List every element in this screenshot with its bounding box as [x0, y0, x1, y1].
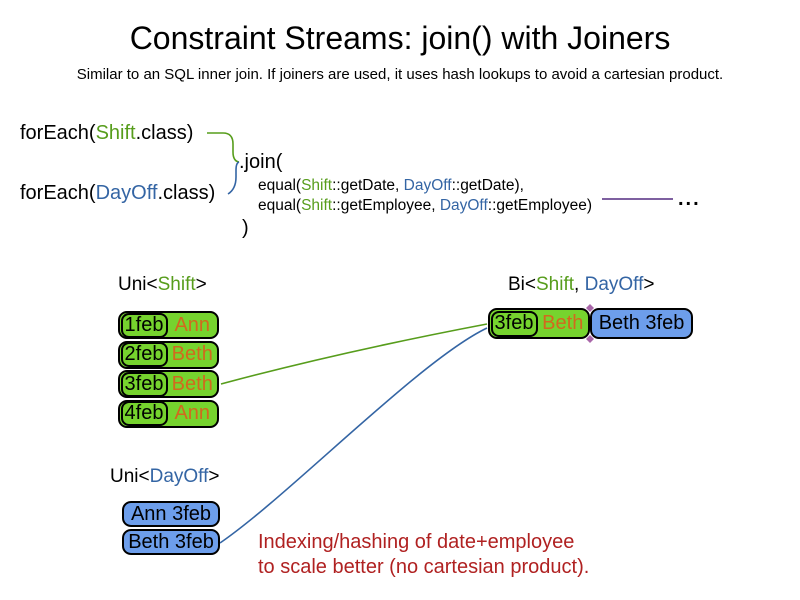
slide-title: Constraint Streams: join() with Joiners: [129, 20, 671, 56]
brace-green-connector: [207, 132, 240, 163]
shift-class-token: Shift: [301, 177, 333, 194]
dayoff-row-beth-3feb: Beth 3feb: [122, 529, 220, 555]
dayoff-class-token: DayOff: [149, 466, 209, 487]
bi-label: Bi<Shift, DayOff>: [508, 274, 654, 296]
shift-row-3feb-beth: 3feb Beth: [118, 370, 219, 398]
dayoff-class-token: DayOff: [439, 197, 488, 214]
label-text: Uni<: [110, 466, 150, 487]
shift-row-2feb-beth: 2feb Beth: [118, 340, 219, 369]
employee-cell: Beth: [542, 312, 584, 334]
label-text: >: [195, 274, 207, 295]
code-text: ::getDate,: [332, 177, 404, 194]
dayoff-row-ann-3feb: Ann 3feb: [122, 501, 220, 527]
label-text: Bi<: [508, 274, 536, 295]
note-line: Indexing/hashing of date+employee: [258, 531, 575, 553]
shift-class-token: Shift: [301, 197, 333, 214]
shift-class-token: Shift: [95, 122, 136, 144]
code-text: forEach(: [20, 182, 96, 204]
label-text: >: [208, 466, 220, 487]
uni-dayoff-label: Uni<DayOff>: [110, 466, 220, 488]
employee-cell: Ann: [174, 402, 211, 424]
uni-shift-label: Uni<Shift>: [118, 274, 207, 296]
employee-cell: Beth: [171, 372, 213, 395]
code-text: equal(: [258, 197, 302, 214]
shift-class-token: Shift: [536, 274, 575, 295]
date-cell: 2feb: [120, 342, 168, 367]
note-line: to scale better (no cartesian product).: [258, 556, 590, 578]
indexing-note: Indexing/hashing of date+employee to sca…: [258, 530, 589, 580]
code-text: ::getDate),: [451, 177, 524, 194]
code-text: .class): [135, 122, 194, 144]
date-cell: 4feb: [120, 401, 168, 426]
code-equal-employee: equal(Shift::getEmployee, DayOff::getEmp…: [258, 197, 592, 215]
code-text: ::getEmployee,: [332, 197, 440, 214]
code-text: equal(: [258, 177, 302, 194]
date-cell: 3feb: [490, 310, 538, 337]
shift-row-1feb-ann: 1feb Ann: [118, 311, 219, 339]
code-foreach-dayoff: forEach(DayOff.class): [20, 182, 215, 205]
employee-cell: Ann: [174, 313, 211, 336]
dayoff-to-bi-curve: [219, 327, 488, 544]
shift-to-bi-curve: [220, 323, 488, 385]
code-join-close: ): [242, 217, 249, 239]
label-text: ,: [574, 274, 585, 295]
code-text: ::getEmployee): [487, 197, 593, 214]
dayoff-class-token: DayOff: [95, 182, 158, 204]
code-join-open: .join(: [239, 151, 283, 173]
shift-row-4feb-ann: 4feb Ann: [118, 399, 219, 428]
brace-blue-connector: [227, 161, 240, 195]
more-joiners-ellipsis: ...: [678, 188, 701, 210]
employee-cell: Beth: [171, 343, 213, 365]
date-cell: 1feb: [120, 312, 168, 338]
label-text: >: [643, 274, 655, 295]
dayoff-class-token: DayOff: [403, 177, 452, 194]
bi-junction-diamond-bottom: [586, 335, 594, 343]
code-foreach-shift: forEach(Shift.class): [20, 122, 193, 145]
code-text: forEach(: [20, 122, 96, 144]
bi-row-dayoff-part: Beth 3feb: [590, 308, 693, 339]
date-cell: 3feb: [120, 371, 168, 397]
label-text: Uni<: [118, 274, 158, 295]
code-equal-date: equal(Shift::getDate, DayOff::getDate),: [258, 177, 524, 195]
slide-subtitle: Similar to an SQL inner join. If joiners…: [76, 66, 724, 83]
dayoff-class-token: DayOff: [584, 274, 644, 295]
shift-class-token: Shift: [157, 274, 196, 295]
bi-row-shift-part: 3feb Beth: [488, 308, 590, 339]
code-text: .class): [157, 182, 216, 204]
